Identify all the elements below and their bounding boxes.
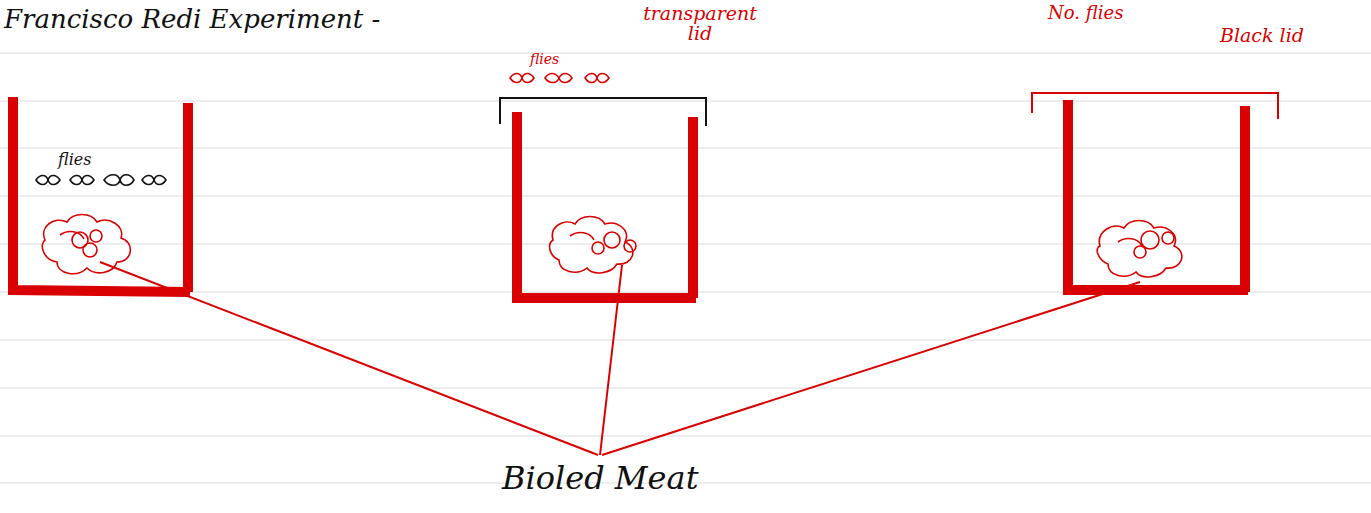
note-label: flies <box>58 152 91 169</box>
ruled-lines <box>0 53 1371 483</box>
lid-label: Black lid <box>1220 26 1304 46</box>
black-lid <box>1032 93 1278 119</box>
note-label: No. flies <box>1048 4 1123 23</box>
meat-label: Bioled Meat <box>502 462 698 496</box>
title: Francisco Redi Experiment - <box>4 6 380 33</box>
leader-line <box>100 262 1140 455</box>
jar <box>13 97 1248 298</box>
meat <box>42 215 1182 277</box>
flies-symbol <box>36 175 166 186</box>
transparent-lid <box>500 98 706 126</box>
flies-symbol <box>510 74 609 83</box>
lid-label: transparent lid <box>640 4 760 44</box>
note-label: flies <box>530 52 559 67</box>
